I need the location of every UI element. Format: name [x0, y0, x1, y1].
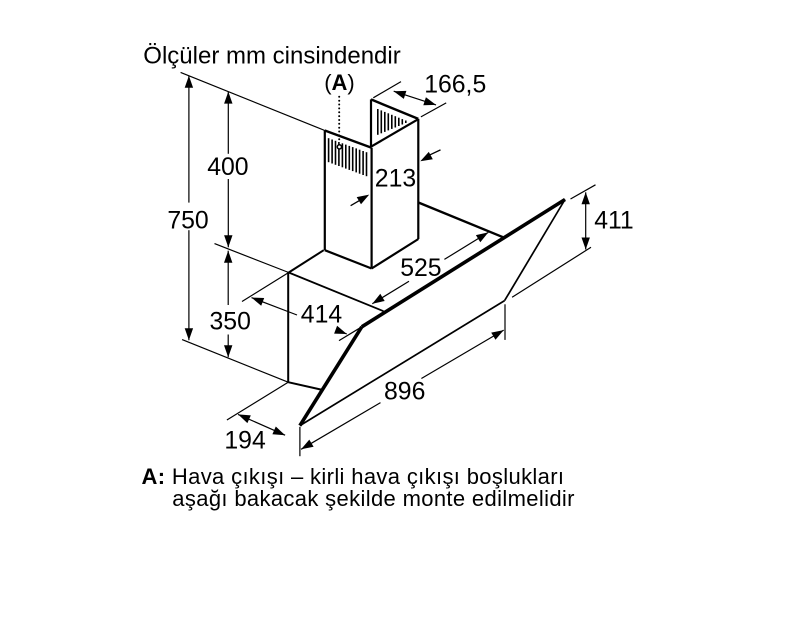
svg-text:194: 194 [224, 428, 266, 455]
svg-text:(A): (A) [324, 70, 355, 95]
svg-text:166,5: 166,5 [424, 71, 486, 98]
svg-text:411: 411 [594, 208, 634, 235]
svg-text:525: 525 [400, 255, 441, 282]
svg-text:750: 750 [167, 208, 208, 235]
svg-text:414: 414 [301, 302, 343, 329]
svg-text:213: 213 [375, 165, 416, 192]
svg-text:A: Hava çıkışı – kirli hava çı: A: Hava çıkışı – kirli hava çıkışı boşlu… [142, 464, 565, 489]
svg-text:Ölçüler mm cinsindendir: Ölçüler mm cinsindendir [143, 43, 400, 70]
svg-text:896: 896 [384, 378, 425, 405]
svg-text:350: 350 [210, 309, 251, 336]
svg-text:400: 400 [207, 154, 248, 181]
svg-text:aşağı bakacak şekilde monte ed: aşağı bakacak şekilde monte edilmelidir [172, 486, 575, 511]
